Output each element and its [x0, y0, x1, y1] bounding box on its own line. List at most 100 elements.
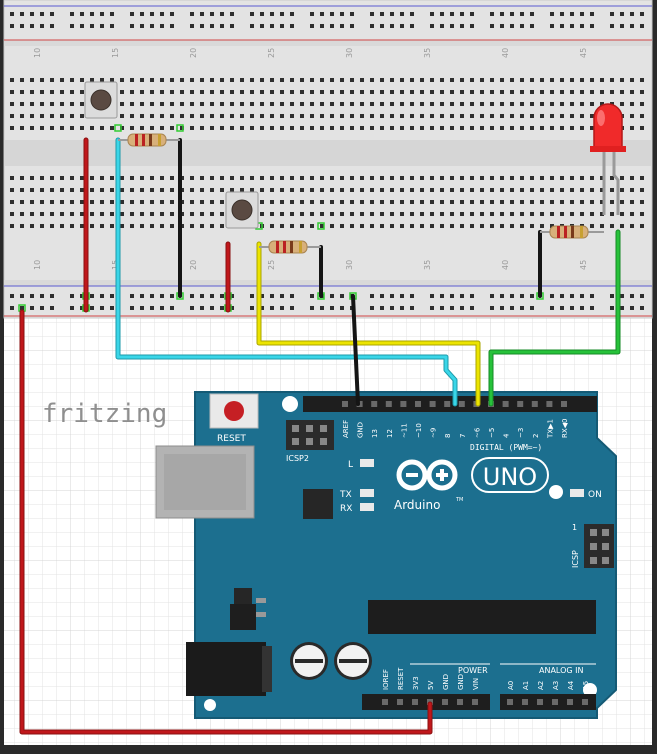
capacitor [290, 642, 328, 680]
usb-chip [303, 489, 333, 519]
analog-pin[interactable] [582, 699, 588, 705]
led-rx [360, 503, 374, 511]
digital-pin-label: 4 [503, 433, 511, 438]
power-pin-label: IOREF [382, 669, 390, 690]
digital-pin[interactable] [385, 401, 392, 407]
analog-title: ANALOG IN [539, 666, 584, 675]
digital-pin-label: ~6 [473, 427, 481, 438]
analog-pin-label: A0 [507, 681, 515, 690]
icsp-label: ICSP [571, 550, 580, 568]
analog-pin[interactable] [537, 699, 543, 705]
column-number: 30 [345, 260, 354, 270]
uno-model-label: UNO [483, 463, 537, 491]
digital-pin-label: ~5 [488, 428, 496, 438]
resistor-2 [259, 240, 321, 254]
digital-pin-label: ~3 [517, 428, 525, 438]
digital-pin[interactable] [561, 401, 567, 407]
led-l [360, 459, 374, 467]
digital-pin-label: 2 [532, 434, 540, 438]
usb-connector [155, 445, 255, 519]
digital-pin[interactable] [546, 401, 553, 407]
column-number: 20 [189, 48, 198, 58]
red-led [590, 103, 626, 215]
digital-pin[interactable] [444, 401, 451, 407]
analog-pin-label: A5 [582, 681, 590, 690]
led-l-label: L [348, 460, 353, 470]
digital-pin[interactable] [502, 401, 509, 407]
column-number: 15 [111, 48, 120, 58]
analog-pin-label: A2 [537, 681, 545, 690]
reset-button[interactable] [209, 393, 259, 429]
power-pin[interactable] [412, 699, 418, 705]
column-number: 25 [267, 48, 276, 58]
digital-pin[interactable] [429, 401, 436, 407]
mounting-hole [204, 699, 216, 711]
push-button-2[interactable] [225, 191, 259, 229]
column-number: 45 [579, 260, 588, 270]
analog-pin[interactable] [567, 699, 573, 705]
mounting-hole [282, 396, 298, 412]
power-pin[interactable] [442, 699, 448, 705]
column-number: 20 [189, 260, 198, 270]
arduino-uno-board: RESET ICSP2 [155, 391, 617, 719]
analog-pin-label: A4 [567, 680, 575, 690]
digital-pin-label: 13 [371, 429, 379, 438]
digital-pin[interactable] [371, 401, 378, 407]
digital-pin-label: AREF [342, 420, 350, 438]
led-tx [360, 489, 374, 497]
column-number: 45 [579, 48, 588, 58]
digital-pin[interactable] [415, 401, 421, 407]
digital-pin[interactable] [531, 401, 538, 407]
push-button-1[interactable] [84, 81, 118, 119]
arduino-trademark: TM [455, 497, 463, 503]
on-label: ON [588, 490, 602, 500]
digital-pin-label: ~10 [415, 423, 423, 438]
digital-pin-label: ~11 [400, 423, 408, 438]
digital-pin[interactable] [458, 401, 465, 407]
digital-pin-label: ~9 [430, 428, 438, 438]
digital-pin[interactable] [400, 401, 407, 407]
uno-badge [471, 457, 549, 493]
reset-label: RESET [217, 434, 246, 444]
wire-black-gnd[interactable] [351, 294, 360, 406]
column-number: 25 [267, 260, 276, 270]
power-header [362, 694, 490, 710]
digital-pin[interactable] [342, 401, 348, 407]
column-number: 10 [33, 48, 42, 58]
resistor-3 [540, 225, 604, 239]
digital-pin-label: 7 [459, 434, 467, 438]
analog-pin[interactable] [507, 699, 513, 705]
resistor-1 [118, 133, 180, 147]
power-pin[interactable] [382, 699, 388, 705]
wires [19, 137, 621, 735]
digital-pin-label: 12 [386, 429, 394, 438]
capacitor [334, 642, 372, 680]
analog-pin-label: A1 [522, 681, 530, 690]
icsp2-label: ICSP2 [286, 454, 309, 463]
analog-pin[interactable] [522, 699, 528, 705]
power-pin[interactable] [472, 699, 478, 705]
power-pin-label: GND [442, 674, 450, 690]
column-number: 40 [501, 48, 510, 58]
analog-header [500, 694, 596, 710]
digital-pin[interactable] [517, 401, 524, 407]
icsp-pin1-label: 1 [572, 523, 577, 532]
voltage-regulator [230, 588, 266, 630]
column-number: 40 [501, 260, 510, 270]
power-title: POWER [458, 666, 488, 675]
power-pin[interactable] [457, 699, 463, 705]
power-pin[interactable] [397, 699, 403, 705]
power-pin-label: 3V3 [412, 676, 420, 690]
fritzing-watermark: fritzing [42, 399, 167, 429]
mounting-hole [583, 683, 597, 697]
power-jack [186, 642, 272, 696]
power-pin-label: VIN [472, 678, 480, 690]
icsp-header [584, 524, 614, 568]
analog-pin[interactable] [552, 699, 558, 705]
digital-pin-label: GND [357, 422, 365, 438]
analog-pin-label: A3 [552, 681, 560, 690]
led-on [570, 489, 584, 497]
column-number: 35 [423, 48, 432, 58]
